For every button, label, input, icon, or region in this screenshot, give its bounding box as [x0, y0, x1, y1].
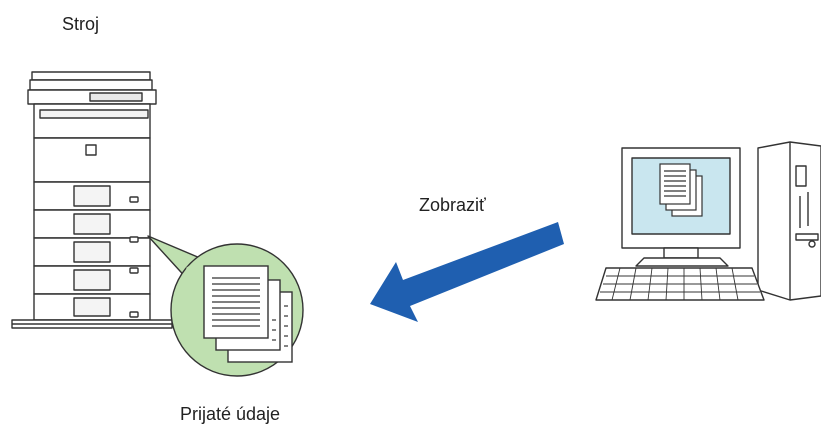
computer-icon: [595, 141, 821, 301]
arrow-left-icon: [370, 222, 564, 322]
received-data-label: Prijaté údaje: [180, 404, 281, 424]
received-documents-icon: [203, 265, 293, 363]
action-label: Zobraziť: [419, 195, 486, 215]
documents-on-screen-icon: [659, 163, 703, 217]
machine-label: Stroj: [62, 14, 100, 34]
printer-icon: [11, 71, 173, 329]
